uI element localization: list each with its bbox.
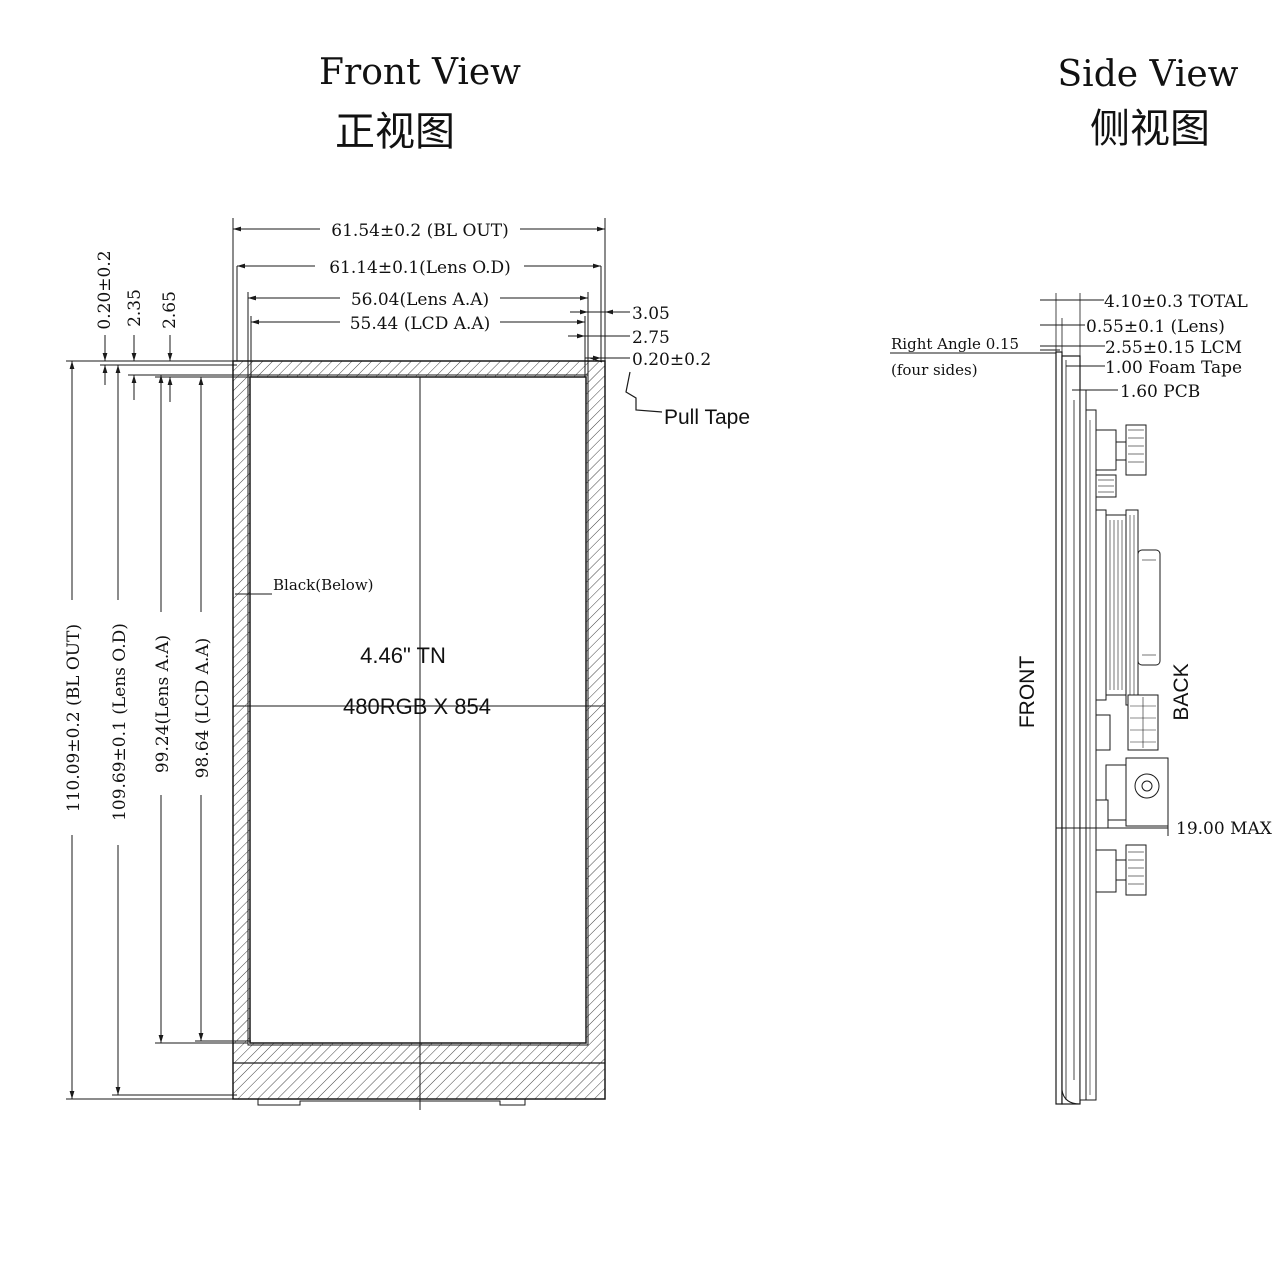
dim-width-lens-od: 61.14±0.1(Lens O.D) [329,258,511,278]
side-max-label: 19.00 MAX [1176,819,1273,839]
side-view-title-cn: 侧视图 [1090,107,1210,151]
right-small-dimension-lines [568,309,630,361]
side-front-label: FRONT [1016,656,1039,728]
resolution-label: 480RGB X 854 [343,694,491,719]
side-lens-label: 0.55±0.1 (Lens) [1086,317,1225,337]
dim-height-lens-aa: 99.24(Lens A.A) [153,635,173,773]
side-foam-label: 1.00 Foam Tape [1105,358,1242,378]
dim-width-lcd-aa: 55.44 (LCD A.A) [350,314,491,334]
side-right-angle-label: Right Angle 0.15 [891,335,1019,353]
dim-left-2-35: 2.35 [125,289,145,327]
dim-height-lens-od: 109.69±0.1 (Lens O.D) [110,623,130,821]
pull-tape-label: Pull Tape [664,406,750,429]
dim-left-0-20: 0.20±0.2 [95,250,115,329]
dim-right-2-75: 2.75 [632,328,670,348]
dim-height-bl-out: 110.09±0.2 (BL OUT) [64,624,84,812]
side-lcm-label: 2.55±0.15 LCM [1105,338,1242,358]
side-four-sides-label: (four sides) [891,361,978,379]
black-below-label: Black(Below) [273,576,374,594]
front-view-drawing [232,357,663,1110]
panel-type-label: 4.46" TN [360,643,446,668]
side-view-drawing [890,293,1169,1105]
side-total-label: 4.10±0.3 TOTAL [1104,292,1248,312]
top-dimension-lines [232,218,606,377]
dim-height-lcd-aa: 98.64 (LCD A.A) [193,638,213,779]
front-view-title-cn: 正视图 [335,110,455,154]
dim-left-2-65: 2.65 [160,291,180,329]
dim-width-lens-aa: 56.04(Lens A.A) [351,290,489,310]
side-view-title: Side View [1058,54,1239,95]
left-dimension-lines [66,335,251,1100]
side-pcb-label: 1.60 PCB [1120,382,1200,402]
side-back-label: BACK [1170,663,1193,720]
dim-right-0-20: 0.20±0.2 [632,350,711,370]
dim-right-3-05: 3.05 [632,304,670,324]
front-view-title: Front View [319,52,521,93]
dim-width-bl-out: 61.54±0.2 (BL OUT) [331,221,508,241]
